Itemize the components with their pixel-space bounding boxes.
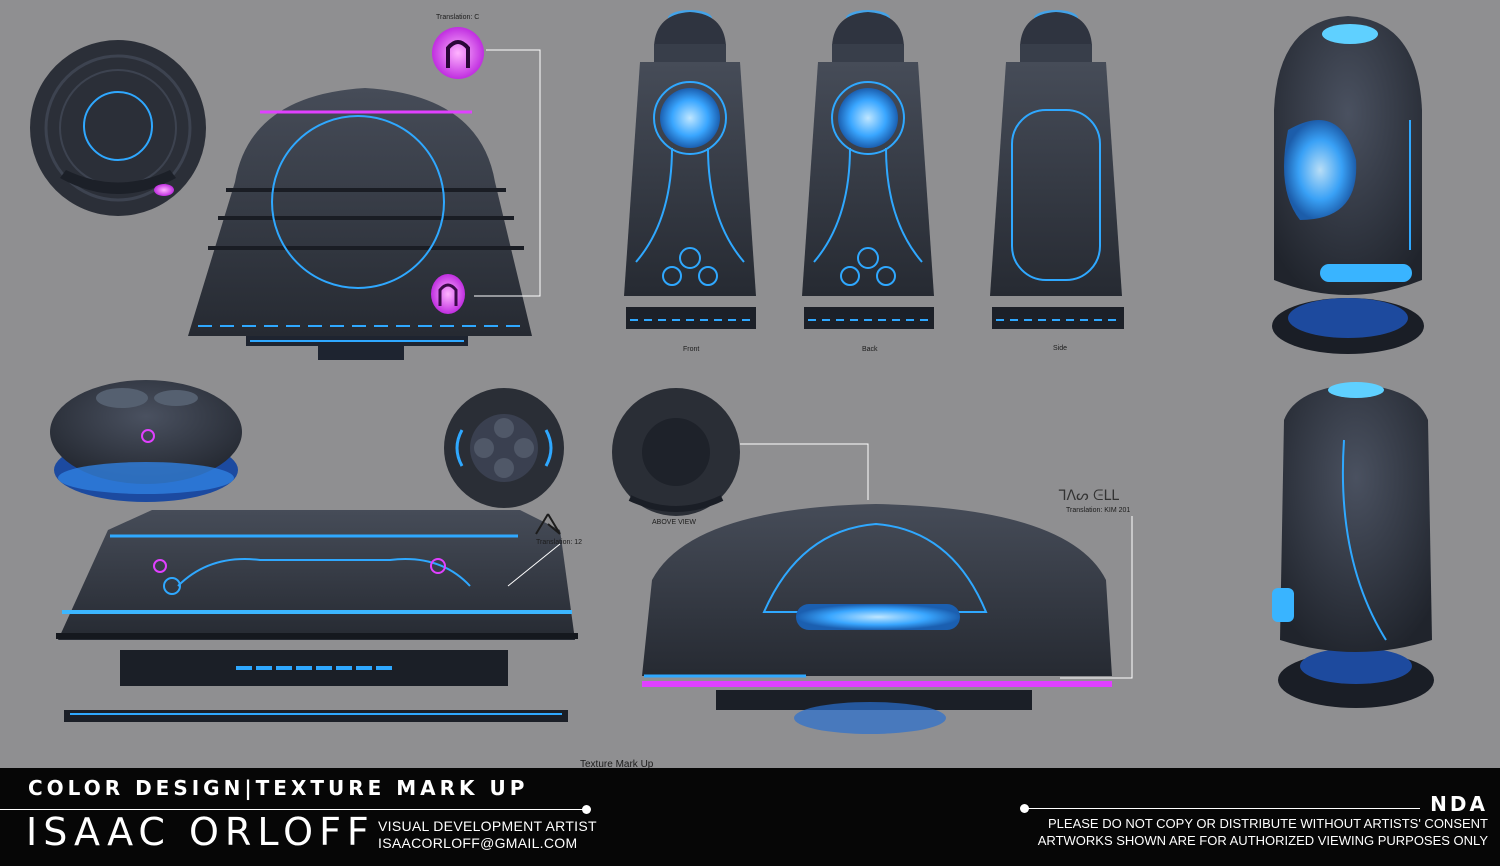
footer-left-rule <box>0 809 584 810</box>
bun-unit-render <box>50 380 242 502</box>
concept-art: ᒣᐱᔕ ᕮᒪᒪ <box>30 10 1434 734</box>
translation-c-label: Translation: C <box>436 14 480 21</box>
translation-12-label: Translation: 12 <box>536 539 583 546</box>
footer-left-dot <box>582 805 591 814</box>
artist-name: ISAAC ORLOFF <box>26 810 375 854</box>
translation-c-callout <box>432 27 541 297</box>
above-view-disc <box>612 388 740 516</box>
pod-render-bottom <box>1272 382 1434 708</box>
nda-notice-2: ARTWORKS SHOWN ARE FOR AUTHORIZED VIEWIN… <box>1037 833 1488 848</box>
pod-side-view <box>990 10 1124 329</box>
above-view-label: ABOVE VIEW <box>652 519 696 526</box>
translation-kim-label: Translation: KIM 201 <box>1066 507 1131 514</box>
footer-bar: COLOR DESIGN|TEXTURE MARK UP ISAAC ORLOF… <box>0 768 1500 866</box>
back-label: Back <box>862 346 878 353</box>
pod-render-top <box>1272 16 1424 354</box>
artist-role: VISUAL DEVELOPMENT ARTIST <box>378 818 597 834</box>
nda-notice-1: PLEASE DO NOT COPY OR DISTRIBUTE WITHOUT… <box>1048 816 1488 831</box>
dome-unit-front <box>642 443 1133 734</box>
pod-front-view <box>624 10 756 329</box>
top-view-disc <box>30 40 206 216</box>
kim-glyphs: ᒣᐱᔕ ᕮᒪᒪ <box>1058 488 1119 504</box>
side-label: Side <box>1053 345 1068 352</box>
pod-back-view <box>802 10 934 329</box>
artist-email[interactable]: ISAACORLOFF@GMAIL.COM <box>378 835 578 851</box>
front-label: Front <box>683 346 700 353</box>
nda-heading: NDA <box>1430 792 1488 816</box>
svg-text:ᒣᐱᔕ ᕮᒪᒪ: ᒣᐱᔕ ᕮᒪᒪ <box>1058 488 1119 504</box>
texture-label: Texture Mark Up <box>580 759 654 770</box>
footer-title: COLOR DESIGN|TEXTURE MARK UP <box>28 776 529 800</box>
artboard: ᒣᐱᔕ ᕮᒪᒪ Translation: C Front Back Side A… <box>30 10 1434 770</box>
footer-right-rule <box>1024 808 1420 809</box>
helmet-unit-front <box>188 88 532 360</box>
under-view-disc <box>444 388 564 508</box>
long-unit-front <box>56 510 578 722</box>
